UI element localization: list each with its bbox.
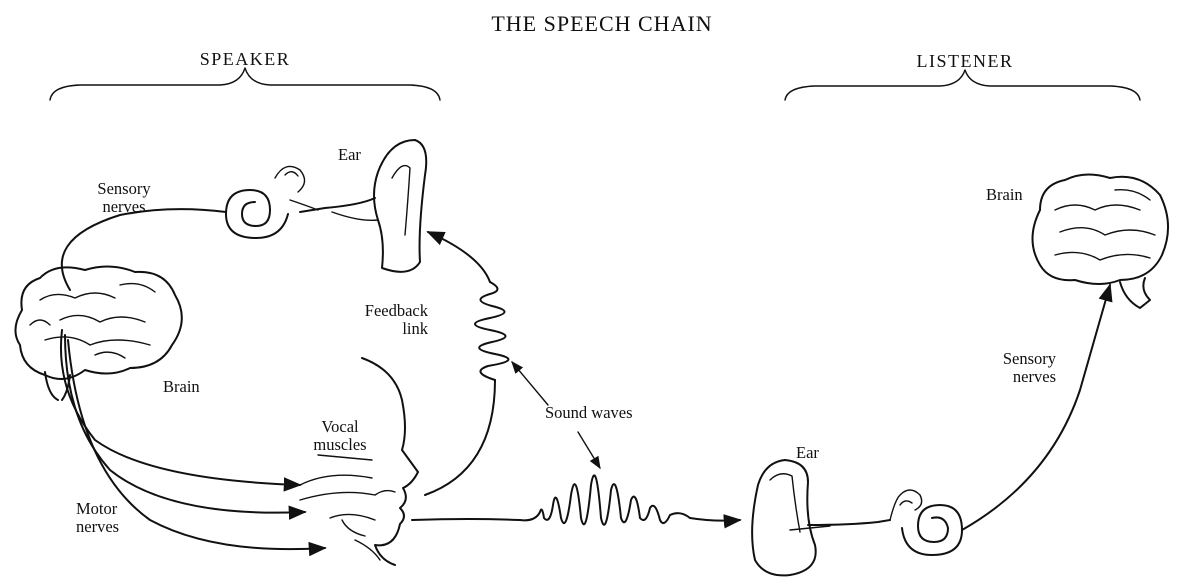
speaker-sensory-nerve [62, 209, 226, 290]
feedback-link-line-2: link [340, 320, 428, 338]
sound-wave [412, 475, 690, 524]
speaker-brain-icon [15, 266, 181, 400]
listener-brain-label: Brain [986, 186, 1023, 204]
speaker-sensory-nerves-label: Sensory nerves [84, 180, 164, 216]
vocal-muscles-line-2: muscles [300, 436, 380, 454]
speaker-ear-label: Ear [338, 146, 361, 164]
motor-nerves-label: Motor nerves [76, 500, 119, 536]
listener-bracket [785, 70, 1140, 100]
motor-nerve-2 [65, 335, 305, 513]
sound-waves-pointer-down [578, 432, 600, 468]
sound-waves-label: Sound waves [545, 404, 633, 422]
speaker-cochlea-icon [226, 166, 375, 238]
speaker-head-icon [300, 358, 418, 565]
speaker-heading: SPEAKER [170, 50, 320, 70]
listener-sensory-nerves-label: Sensory nerves [960, 350, 1056, 386]
feedback-link-line-1: Feedback [340, 302, 428, 320]
sound-wave-arrow [690, 518, 740, 521]
speaker-sensory-nerves-line-1: Sensory [84, 180, 164, 198]
feedback-link-label: Feedback link [340, 302, 428, 338]
speaker-brain-label: Brain [163, 378, 200, 396]
listener-sensory-nerve [962, 285, 1110, 530]
vocal-muscles-line-1: Vocal [300, 418, 380, 436]
motor-nerves-line-1: Motor [76, 500, 119, 518]
speaker-sensory-nerves-line-2: nerves [84, 198, 164, 216]
listener-sensory-nerves-line-2: nerves [960, 368, 1056, 386]
feedback-wave [475, 282, 508, 380]
motor-nerve-1 [61, 330, 300, 485]
listener-sensory-nerves-line-1: Sensory [960, 350, 1056, 368]
diagram-title: THE SPEECH CHAIN [452, 12, 752, 36]
feedback-arrow [428, 232, 490, 282]
vocal-muscles-label: Vocal muscles [300, 418, 380, 454]
speaker-bracket [50, 68, 440, 100]
listener-cochlea-icon [808, 490, 962, 555]
listener-heading: LISTENER [880, 52, 1050, 72]
listener-brain-icon [1033, 174, 1169, 308]
sound-waves-pointer-up [512, 362, 548, 405]
listener-ear-icon [752, 460, 830, 575]
feedback-line [425, 380, 495, 495]
motor-nerves-line-2: nerves [76, 518, 119, 536]
listener-ear-label: Ear [796, 444, 819, 462]
